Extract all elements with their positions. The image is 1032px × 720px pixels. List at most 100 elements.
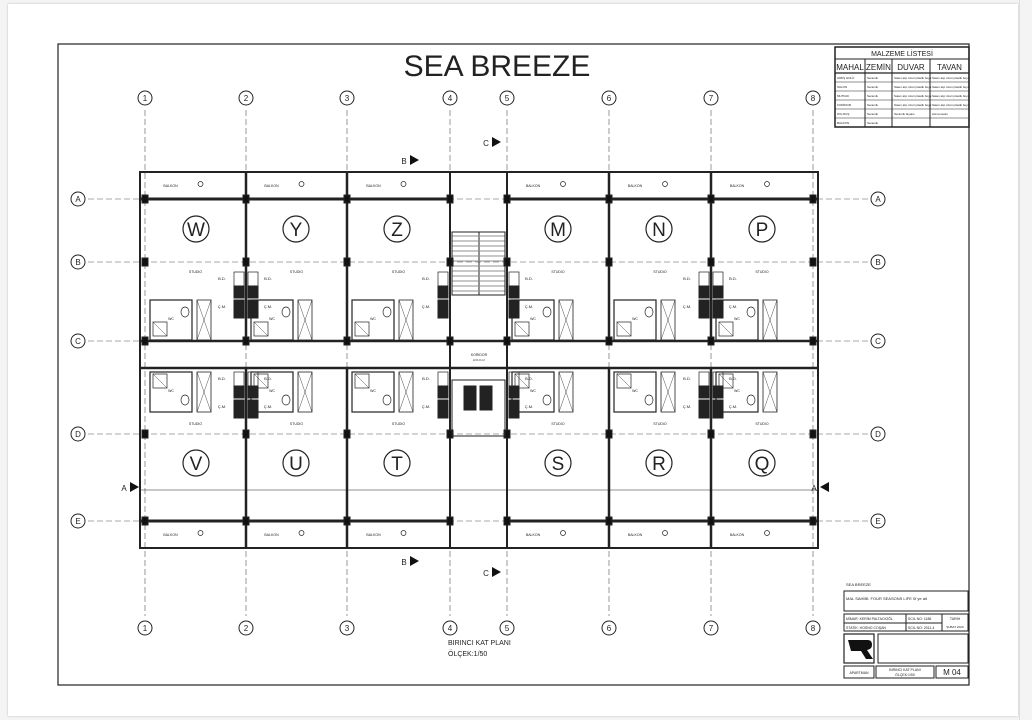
bd-label: B.D. [683,376,691,381]
shower-tray [152,321,168,337]
cooktop [508,285,520,299]
structural-column [343,429,351,439]
shower-tray [718,373,734,389]
unit-marker [383,449,411,477]
cooktop [712,385,724,399]
materials-table-cell: Saten alçı üzeri plastik boya [932,85,970,89]
balcony-top-right [506,171,819,200]
section-mark-label: A [121,484,127,493]
axis-label: E [875,517,880,526]
axis-bubble [70,426,86,442]
balcony-bottom-right [506,520,819,549]
wardrobe [660,371,676,413]
structural-column [707,516,715,526]
title-block-owner: MAL SAHİBİ: FOUR SEASONS LIFE 0f ye alt [846,596,928,601]
title-block-date: ŞUBAT 2020 [946,625,964,629]
title-block-cell [843,665,875,679]
bd-label: B.D. [729,276,737,281]
balcony-label: BALKON [366,184,381,188]
shower-tray [616,321,632,337]
balcony-label: BALKON [163,533,178,537]
axis-label: 7 [709,624,714,633]
toilet-icon [746,394,756,406]
section-mark-label: B [401,157,406,166]
title-block-cell [875,665,935,679]
sink-unit [508,299,520,319]
toilet-icon [281,306,291,318]
axis-bubble [703,620,719,636]
wc-room [613,299,657,341]
shower-diag [514,321,530,337]
axis-label: 3 [345,624,350,633]
wc-room [511,299,555,341]
structural-column [809,516,817,526]
wardrobe [196,371,212,413]
structural-column [809,429,817,439]
section-arrow-icon [410,155,419,165]
axis-label: D [875,430,881,439]
wc-room [613,371,657,413]
wardrobe [558,299,574,341]
structural-column [503,336,511,346]
kitchen-counter [233,371,245,387]
materials-table-cell: KORİDOR [837,102,852,107]
axis-label: 2 [244,624,249,633]
toilet-icon [382,394,392,406]
structural-column [343,516,351,526]
structural-column [343,194,351,204]
scrollbar[interactable] [1019,0,1032,720]
company-logo [848,640,873,659]
balcony-label: BALKON [730,533,745,537]
toilet-icon [644,306,654,318]
title-block-structural: STATİK: HOSNO COŞAN [846,625,886,630]
axis-bubble [870,191,886,207]
section-mark-label: B [401,558,406,567]
section-mark-label: C [483,569,489,578]
structural-column [242,516,250,526]
axis-bubble [870,254,886,270]
toilet-icon [746,306,756,318]
axis-bubble [442,90,458,106]
unit-letter: W [187,220,205,241]
unit-marker [182,215,210,243]
wardrobe-x [660,371,676,413]
cooktop [247,385,259,399]
wardrobe [762,299,778,341]
materials-table-header: TAVAN [937,63,962,72]
unit-marker [182,449,210,477]
cooktop [233,385,245,399]
structural-column [141,194,149,204]
structural-column [605,429,613,439]
axis-bubble [870,426,886,442]
structural-column [242,194,250,204]
structural-column [446,429,454,439]
balcony-label: BALKON [163,184,178,188]
shower-diag [718,373,734,389]
bd-label: B.D. [422,376,430,381]
shower-tray [253,373,269,389]
bd-label: B.D. [264,376,272,381]
shower-tray [253,321,269,337]
bd-label: B.D. [218,276,226,281]
structural-column [707,257,715,267]
toilet-icon [382,306,392,318]
axis-label: 4 [448,94,453,103]
balcony-label: BALKON [730,184,745,188]
cooktop [698,385,710,399]
materials-table-cell: Saten alçı üzeri plastik boya [894,94,932,98]
studio-label: STUDIO [392,422,406,426]
materials-table-title: MALZEME LİSTESİ [871,49,933,58]
wc-room [250,299,294,341]
balcony-label: BALKON [264,533,279,537]
wardrobe-x [398,299,414,341]
wardrobe [196,299,212,341]
plan-title: BIRINCI KAT PLANI [448,640,511,647]
structural-column [446,257,454,267]
title-block-sheet-scale: ÖLÇEK:1/50 [895,673,915,677]
axis-label: 2 [244,94,249,103]
title-block-architect-reg: SCIL NO: 1186 [908,617,931,621]
axis-bubble [805,90,821,106]
wc-label: WC [269,389,275,393]
unit-letter: P [756,220,769,241]
